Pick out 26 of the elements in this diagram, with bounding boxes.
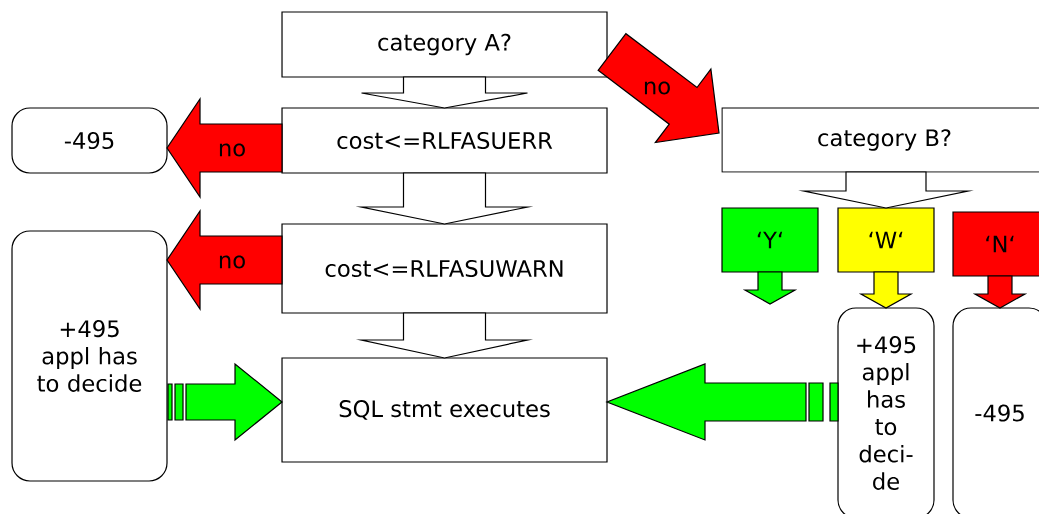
result-box: -495 (952, 307, 1039, 514)
edge-label: no (644, 81, 670, 95)
result-box: +495 appl has to deci-de (837, 307, 935, 514)
block-arrow (360, 76, 529, 109)
block-arrow (167, 362, 283, 442)
block-arrow (355, 172, 534, 225)
block-arrow (858, 271, 914, 309)
block-arrow (166, 97, 283, 199)
edge-label: no (219, 255, 245, 269)
choice-box: ‘W‘ (837, 207, 935, 273)
decision-box: category A? (281, 11, 608, 78)
process-box: SQL stmt executes (281, 357, 608, 463)
block-arrow (166, 209, 283, 311)
condition-box: cost<=RLFASUWARN (281, 223, 608, 314)
block-arrow (355, 312, 534, 359)
block-arrow (972, 275, 1028, 309)
result-box: +495 appl has to decide (11, 230, 168, 482)
block-arrow (742, 271, 798, 305)
choice-box: ‘N‘ (952, 211, 1039, 277)
block-arrow (798, 171, 974, 209)
block-arrow (605, 363, 839, 441)
condition-box: cost<=RLFASUERR (281, 107, 608, 174)
choice-box: ‘Y‘ (721, 207, 819, 273)
decision-box: category B? (721, 107, 1039, 173)
result-box: -495 (11, 107, 168, 174)
edge-label: no (219, 143, 245, 157)
